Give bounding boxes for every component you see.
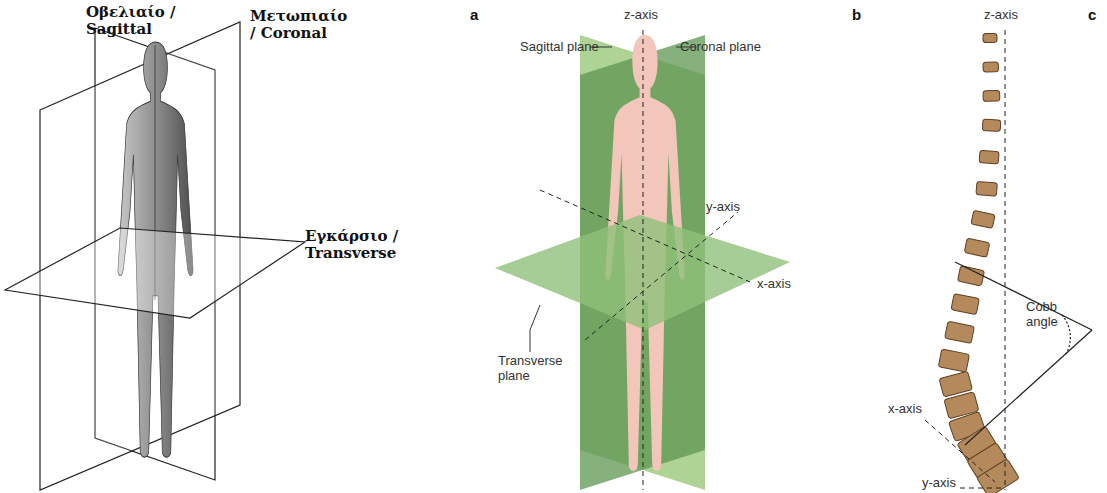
axis-label: y-axis (922, 476, 956, 491)
leader-lines (530, 47, 695, 352)
vertebra (971, 210, 995, 228)
plane-label: Εγκάρσιο / Transverse (305, 228, 410, 263)
axis-label: y-axis (706, 200, 740, 215)
axis-label: Sagittal plane (520, 40, 599, 55)
plane-label: Μετωπιαίο / Coronal (250, 8, 355, 43)
vertebra (983, 62, 999, 72)
vertebra (983, 90, 1000, 101)
axis-label: Cobb angle (1026, 300, 1070, 330)
vertebra (964, 238, 990, 257)
vertebra (983, 33, 997, 42)
vertebra (979, 150, 999, 164)
axis-label: Coronal plane (680, 40, 761, 55)
axis-label: x-axis (888, 402, 922, 417)
panel-letter: a (470, 6, 478, 23)
panel-letter: c (1088, 6, 1096, 23)
axis-label: x-axis (757, 277, 791, 292)
panel-letter: b (852, 6, 861, 23)
plane-label: Οβελιαίο / Sagittal (86, 4, 184, 39)
vertebra (976, 181, 997, 196)
vertebra (945, 321, 975, 343)
axis-label: Transverse plane (498, 354, 568, 384)
spine-axes (925, 30, 1005, 490)
axis-label: z-axis (624, 8, 658, 23)
axes (540, 30, 750, 490)
axis-label: z-axis (984, 8, 1018, 23)
vertebra (938, 349, 969, 372)
vertebra (951, 294, 979, 315)
transverse-plane (5, 228, 305, 318)
spine (938, 33, 1019, 493)
vertebra (982, 119, 1000, 131)
cobb-lines (955, 262, 1092, 445)
vertebra (957, 266, 984, 286)
